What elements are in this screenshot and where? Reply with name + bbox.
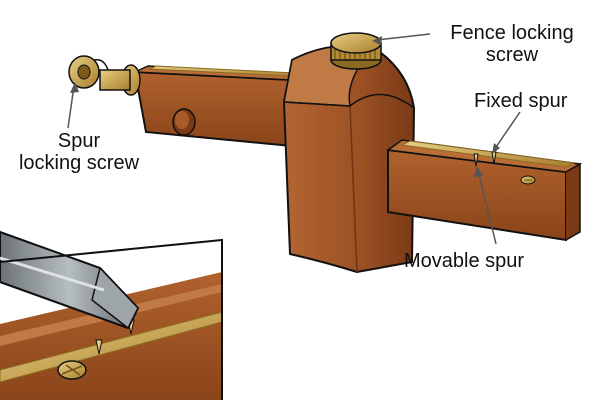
label-fence-locking-screw: Fence locking screw — [432, 22, 592, 66]
leader-fixed-spur — [493, 111, 521, 151]
inset-detail — [0, 230, 223, 400]
gauge-beam-front — [385, 139, 583, 242]
leader-fence-screw — [375, 33, 431, 41]
knurled-brass-knob-icon — [330, 32, 382, 70]
label-fence-line1: Fence locking — [450, 22, 574, 44]
gauge-beam — [133, 65, 303, 148]
label-spur-locking-screw: Spur locking screw — [4, 130, 154, 174]
label-fixed-spur: Fixed spur — [474, 90, 568, 112]
label-spur-line2: locking screw — [18, 152, 140, 174]
label-fence-line2: screw — [485, 44, 539, 66]
leader-movable-spur — [477, 169, 497, 245]
leader-spur-screw — [67, 85, 75, 129]
brass-thumb-screw-icon — [68, 55, 141, 96]
label-spur-line1: Spur — [57, 130, 101, 152]
leader-lines — [67, 33, 521, 245]
label-movable-spur: Movable spur — [404, 250, 525, 272]
